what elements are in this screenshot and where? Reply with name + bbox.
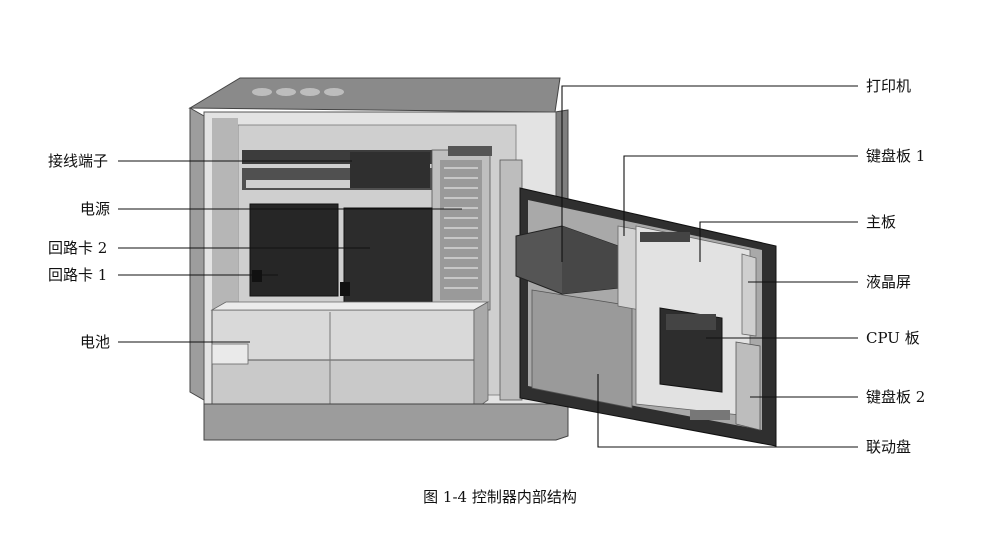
leader-printer xyxy=(561,85,858,262)
label-loop-card-2: 回路卡 2 xyxy=(48,239,107,257)
label-mainboard: 主板 xyxy=(866,213,896,231)
label-loop-card-1: 回路卡 1 xyxy=(48,266,107,284)
label-lcd: 液晶屏 xyxy=(866,273,911,291)
label-keyboard-board-2: 键盘板 2 xyxy=(866,388,925,406)
label-cpu-board: CPU 板 xyxy=(866,329,920,347)
label-battery: 电池 xyxy=(80,333,110,351)
label-linkage-panel: 联动盘 xyxy=(866,438,911,456)
leader-lines xyxy=(118,85,858,448)
right-labels: 打印机 键盘板 1 主板 液晶屏 CPU 板 键盘板 2 联动盘 xyxy=(866,77,925,456)
leader-keyboard1 xyxy=(623,155,858,236)
leader-linkage xyxy=(597,374,858,448)
figure-caption: 图 1-4 控制器内部结构 xyxy=(423,488,577,506)
door-illustration xyxy=(515,187,777,447)
leader-mainboard xyxy=(699,221,858,262)
label-terminal: 接线端子 xyxy=(48,152,108,170)
label-keyboard-board-1: 键盘板 1 xyxy=(866,147,925,165)
label-printer: 打印机 xyxy=(866,77,911,95)
left-labels: 接线端子 电源 回路卡 2 回路卡 1 电池 xyxy=(48,152,110,351)
label-power: 电源 xyxy=(80,200,110,218)
cabinet-illustration xyxy=(188,77,569,441)
